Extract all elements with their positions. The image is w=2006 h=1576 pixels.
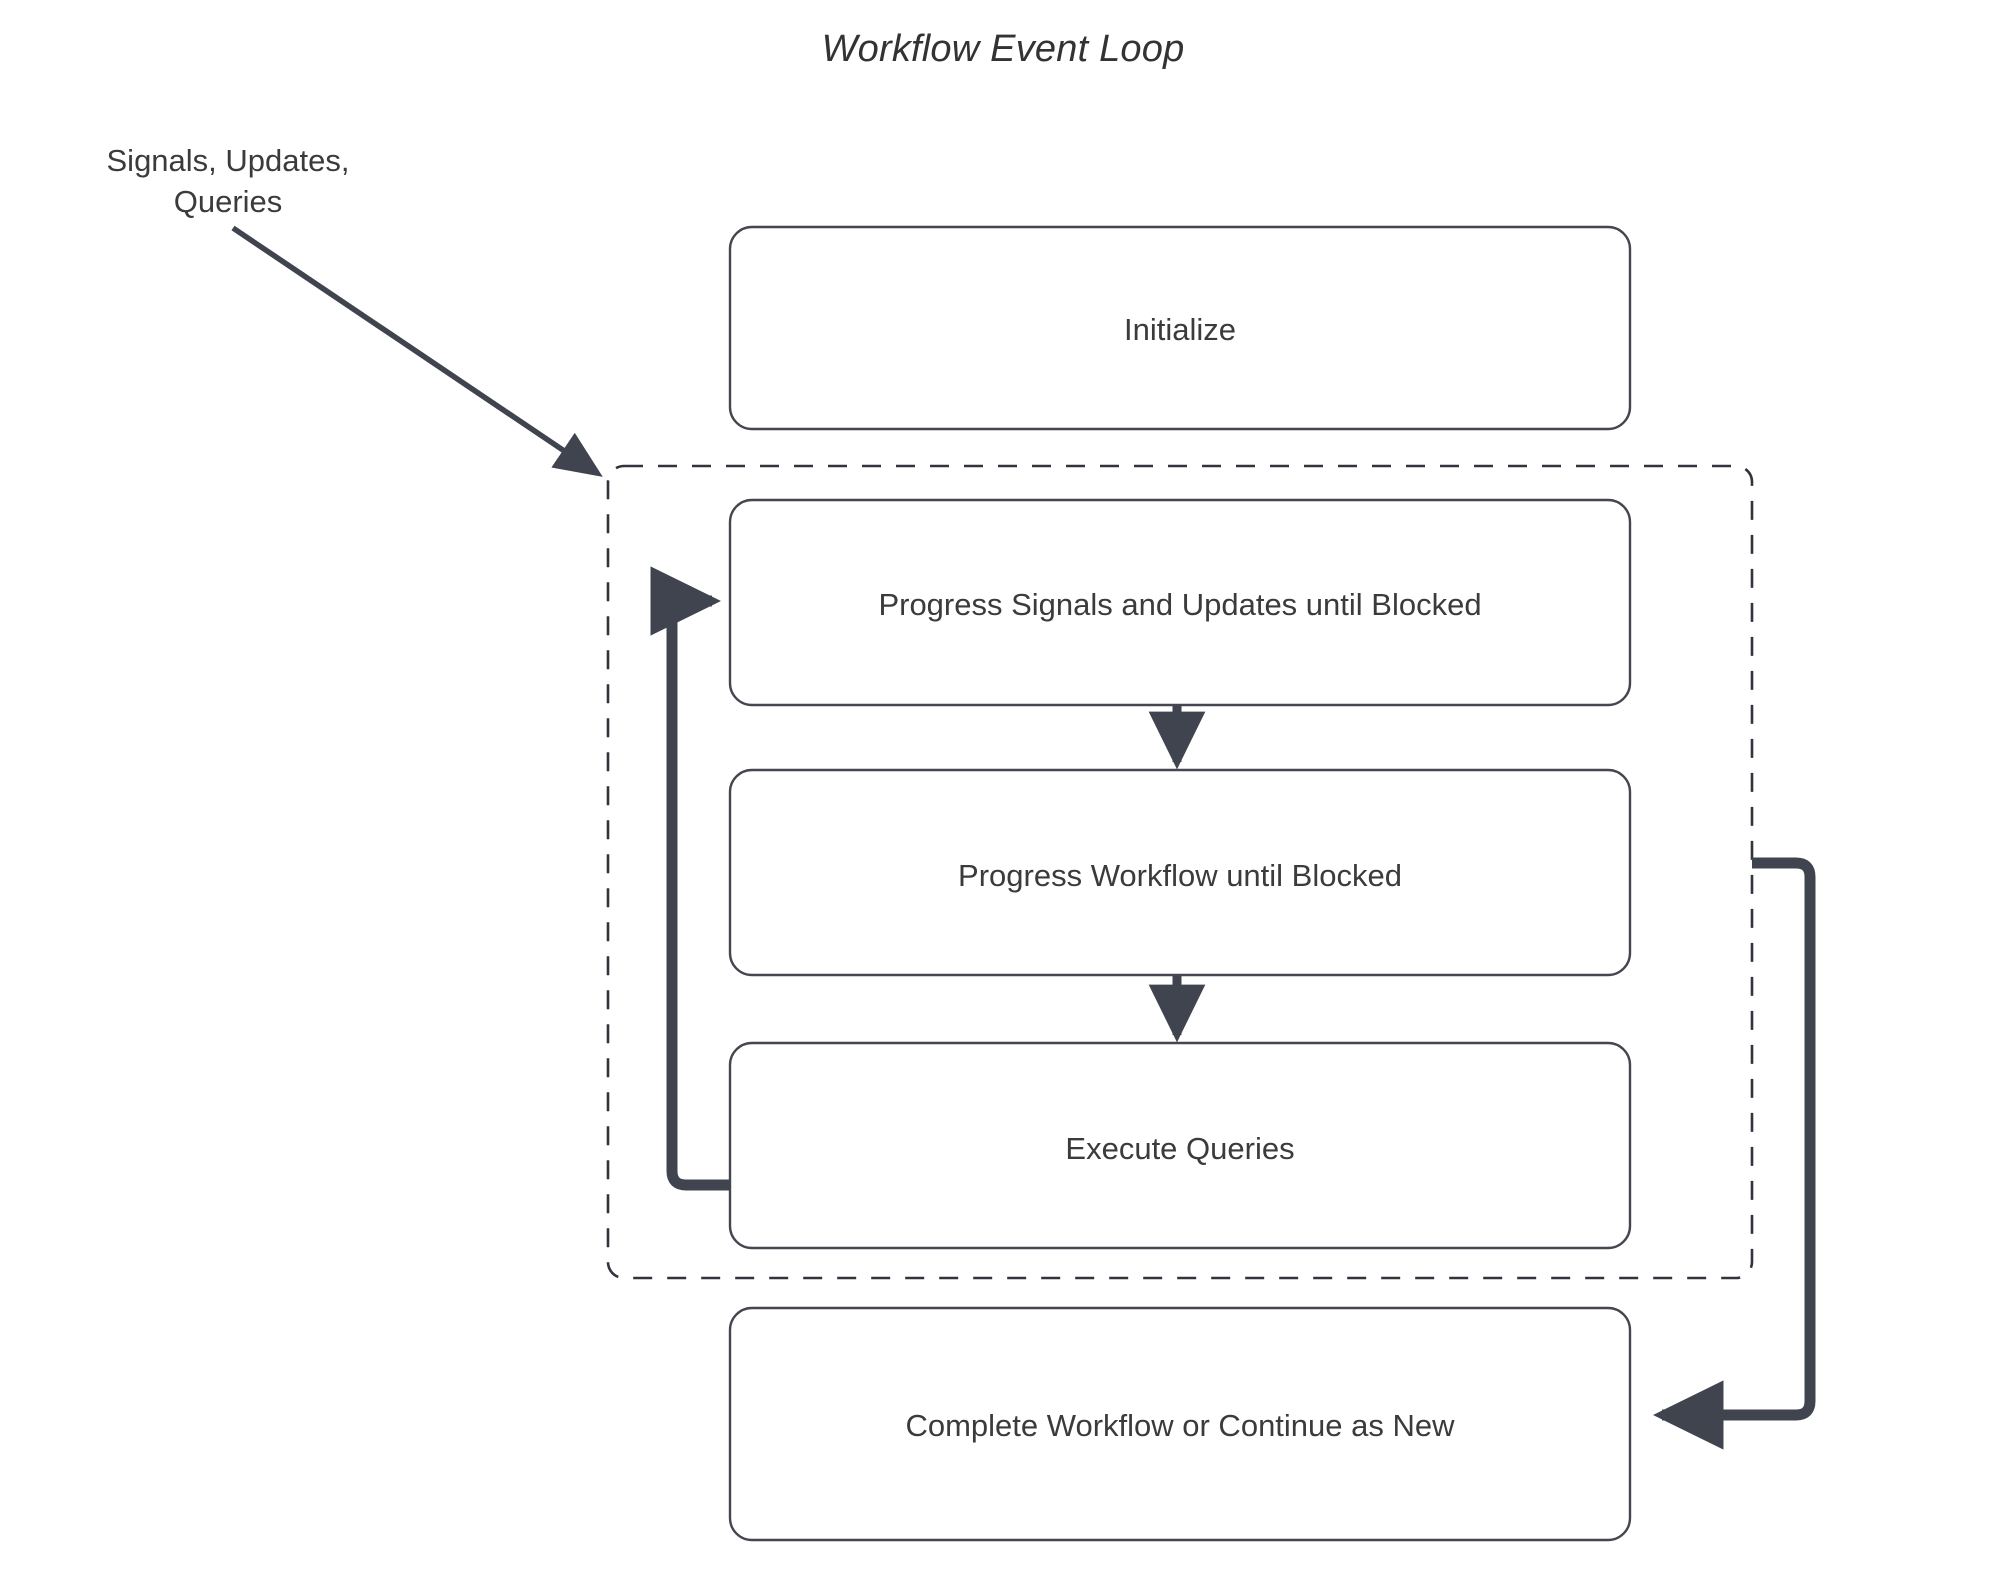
node-box-complete-workflow[interactable]	[728, 1306, 1632, 1542]
edge-loop-to-complete-workflow	[1653, 857, 1816, 1450]
node-box-execute-queries[interactable]	[728, 1041, 1632, 1250]
node-label-complete-workflow: Complete Workflow or Continue as New	[905, 1408, 1455, 1443]
edge-execute-queries-to-progress-signals	[650, 566, 730, 1191]
edge-label-external-input-line2: Queries	[173, 184, 283, 220]
node-label-progress-signals: Progress Signals and Updates until Block…	[878, 587, 1482, 622]
node-box-progress-workflow[interactable]	[728, 768, 1632, 977]
node-label-progress-workflow: Progress Workflow until Blocked	[958, 858, 1402, 893]
edge-label-external-input-line1: Signals, Updates,	[106, 143, 350, 178]
node-box-initialize[interactable]	[728, 225, 1632, 431]
node-box-progress-signals[interactable]	[728, 498, 1632, 707]
event-loop-dashed-container	[606, 464, 1754, 1280]
edge-label-external-input: Signals, Updates, Queries	[8, 140, 448, 222]
node-label-initialize: Initialize	[1124, 312, 1236, 347]
node-label-execute-queries: Execute Queries	[1065, 1131, 1295, 1166]
edge-external-input-to-loop	[231, 225, 603, 477]
page-title: Workflow Event Loop	[821, 28, 1185, 70]
